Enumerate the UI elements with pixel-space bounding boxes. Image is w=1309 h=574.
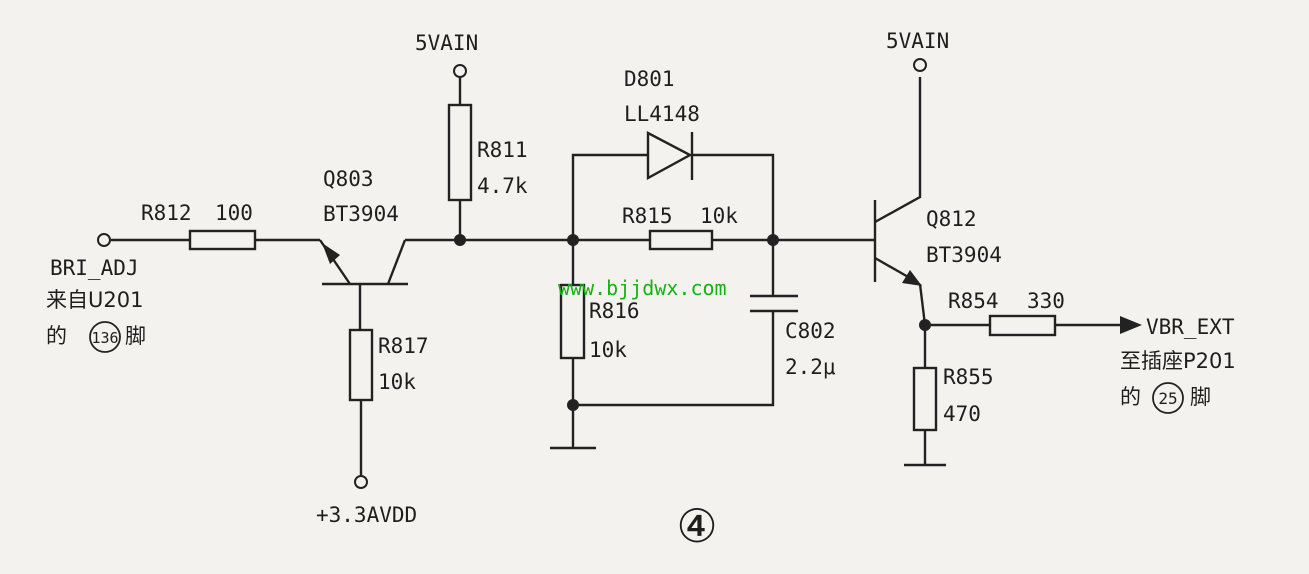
svg-text:的: 的 xyxy=(46,324,67,348)
resistor-r811 xyxy=(447,103,473,202)
part-q812: BT3904 xyxy=(926,243,1002,267)
svg-text:脚: 脚 xyxy=(1190,385,1211,409)
supply-terminal-5vain-left xyxy=(453,64,467,78)
output-arrow-icon xyxy=(1120,316,1142,334)
label-r815: R815 xyxy=(622,204,673,228)
label-5vain-left: 5VAIN xyxy=(415,31,478,55)
transistor-q812 xyxy=(873,77,927,326)
pin-circle-25 xyxy=(1152,382,1184,414)
svg-text:的: 的 xyxy=(1120,385,1141,409)
svg-text:脚: 脚 xyxy=(125,324,146,348)
label-ll4148: LL4148 xyxy=(624,102,700,126)
capacitor-c802 xyxy=(573,240,798,407)
watermark: www.bjjdwx.com xyxy=(558,276,727,300)
resistor-r815 xyxy=(648,229,714,251)
label-c802: C802 xyxy=(785,319,836,343)
resistor-r854 xyxy=(988,314,1057,337)
transistor-q803 xyxy=(319,239,408,330)
supply-terminal-3v3 xyxy=(354,475,368,489)
label-input-source: 来自U201 xyxy=(46,288,143,312)
label-r817: R817 xyxy=(378,334,429,358)
resistor-r812 xyxy=(188,229,257,251)
value-r854: 330 xyxy=(1027,289,1065,313)
label-r816: R816 xyxy=(589,299,640,323)
value-r817: 10k xyxy=(378,370,416,394)
resistor-r817 xyxy=(348,328,374,402)
label-d801: D801 xyxy=(624,67,675,91)
diode-d801 xyxy=(571,131,775,240)
label-r812: R812 xyxy=(141,201,192,225)
label-r855: R855 xyxy=(943,365,994,389)
label-5vain-right: 5VAIN xyxy=(886,29,949,53)
part-q803: BT3904 xyxy=(323,202,399,226)
supply-terminal-5vain-right xyxy=(913,58,927,72)
label-q803: Q803 xyxy=(323,167,374,191)
value-c802: 2.2μ xyxy=(785,355,836,379)
value-r815: 10k xyxy=(700,204,738,228)
label-3v3-avdd: +3.3AVDD xyxy=(316,503,417,527)
label-q812: Q812 xyxy=(926,207,977,231)
label-bri-adj: BRI_ADJ xyxy=(50,256,139,280)
resistor-r855 xyxy=(912,366,938,432)
value-r855: 470 xyxy=(943,402,981,426)
value-r816: 10k xyxy=(589,338,627,362)
value-r812: 100 xyxy=(215,201,253,225)
input-terminal xyxy=(97,233,111,247)
label-vbr-ext: VBR_EXT xyxy=(1146,315,1235,339)
pin-circle-136 xyxy=(89,321,121,353)
label-r811: R811 xyxy=(477,138,528,162)
value-r811: 4.7k xyxy=(477,174,528,198)
svg-text:136: 136 xyxy=(91,329,118,347)
label-r854: R854 xyxy=(948,289,999,313)
figure-number: ④ xyxy=(676,499,717,553)
label-output-dest: 至插座P201 xyxy=(1120,349,1236,373)
svg-text:25: 25 xyxy=(1158,389,1177,408)
